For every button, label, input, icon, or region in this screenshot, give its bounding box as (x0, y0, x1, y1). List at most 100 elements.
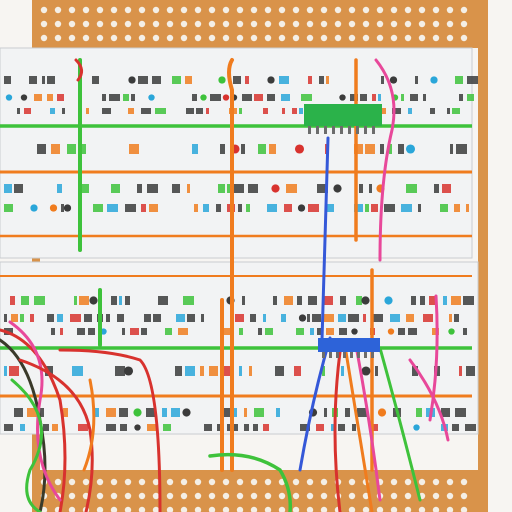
perfboard-hole (222, 492, 230, 500)
perfboard-hole (208, 492, 216, 500)
component-mark (122, 328, 125, 335)
component-mark (263, 314, 266, 322)
component-mark (165, 328, 172, 335)
perfboard-hole (418, 6, 426, 14)
component-mark (67, 144, 76, 154)
component-mark (365, 204, 369, 212)
component-mark (456, 144, 467, 154)
component-mark (271, 184, 280, 193)
component-mark (234, 408, 237, 417)
component-mark (441, 408, 450, 417)
component-mark (410, 94, 418, 101)
chip-pin (350, 352, 353, 358)
component-mark (239, 108, 242, 114)
perfboard-hole (54, 20, 62, 28)
component-mark (423, 94, 426, 101)
component-mark (187, 314, 195, 322)
component-mark (317, 184, 328, 193)
component-mark (204, 424, 212, 431)
component-mark (47, 314, 54, 322)
component-mark (354, 204, 363, 212)
perfboard-hole (404, 492, 412, 500)
perfboard-hole (96, 20, 104, 28)
perfboard-hole (390, 492, 398, 500)
perfboard-hole (152, 492, 160, 500)
component-mark (172, 184, 180, 193)
component-mark (94, 408, 99, 417)
chip-pin (316, 126, 319, 134)
component-mark (63, 204, 72, 212)
perfboard-hole (208, 506, 216, 512)
wire-green (10, 378, 44, 512)
perfboard-hole (250, 506, 258, 512)
perfboard-hole (306, 20, 314, 28)
component-mark (4, 184, 12, 193)
perfboard-top-strip (32, 0, 488, 48)
component-mark (401, 94, 404, 101)
component-mark (432, 328, 439, 335)
component-mark (200, 366, 204, 376)
wire-blue (320, 136, 330, 342)
component-mark (408, 108, 412, 114)
component-mark (398, 144, 404, 154)
component-mark (459, 366, 462, 376)
component-mark (284, 204, 292, 212)
component-mark (192, 94, 197, 101)
component-mark (84, 314, 92, 322)
component-mark (51, 328, 55, 335)
perfboard-hole (180, 478, 188, 486)
component-mark (138, 76, 148, 84)
perfboard-hole (236, 6, 244, 14)
component-mark (279, 76, 289, 84)
perfboard-hole (40, 6, 48, 14)
component-mark (372, 94, 376, 101)
component-mark (354, 144, 363, 154)
component-mark (37, 144, 46, 154)
chip-pin (357, 352, 360, 358)
perfboard-hole (236, 506, 244, 512)
component-mark (133, 408, 142, 417)
component-mark (49, 204, 58, 212)
perfboard-hole (138, 6, 146, 14)
component-mark (86, 108, 89, 114)
component-mark (308, 296, 317, 305)
component-mark (423, 314, 433, 322)
component-mark (4, 366, 7, 376)
component-mark (308, 76, 312, 84)
perfboard-hole (54, 34, 62, 42)
component-mark (111, 296, 117, 305)
component-mark (57, 94, 64, 101)
component-mark (4, 314, 7, 322)
perfboard-hole (208, 34, 216, 42)
component-mark (254, 94, 263, 101)
component-mark (416, 408, 422, 417)
component-mark (129, 144, 139, 154)
wire-red (58, 348, 162, 512)
perfboard-hole (404, 506, 412, 512)
perfboard-hole (264, 34, 272, 42)
perfboard-hole (432, 506, 440, 512)
perfboard-hole (40, 34, 48, 42)
perfboard-hole (418, 478, 426, 486)
chip-pin (340, 126, 343, 134)
wire-green (208, 452, 293, 512)
component-mark (348, 314, 359, 322)
perfboard-hole (166, 506, 174, 512)
component-mark (119, 408, 128, 417)
component-mark (102, 108, 111, 114)
component-mark (401, 204, 412, 212)
component-mark (322, 366, 325, 376)
perfboard-hole (194, 20, 202, 28)
component-mark (74, 296, 77, 305)
perfboard-hole (460, 6, 468, 14)
perfboard-hole (236, 492, 244, 500)
perfboard-holes (40, 6, 468, 512)
component-mark (250, 314, 256, 322)
component-mark (406, 314, 414, 322)
component-mark (162, 408, 167, 417)
component-mark (172, 76, 181, 84)
component-mark (47, 94, 53, 101)
component-mark (141, 108, 151, 114)
chip-pin (329, 352, 332, 358)
perfboard-hole (152, 6, 160, 14)
